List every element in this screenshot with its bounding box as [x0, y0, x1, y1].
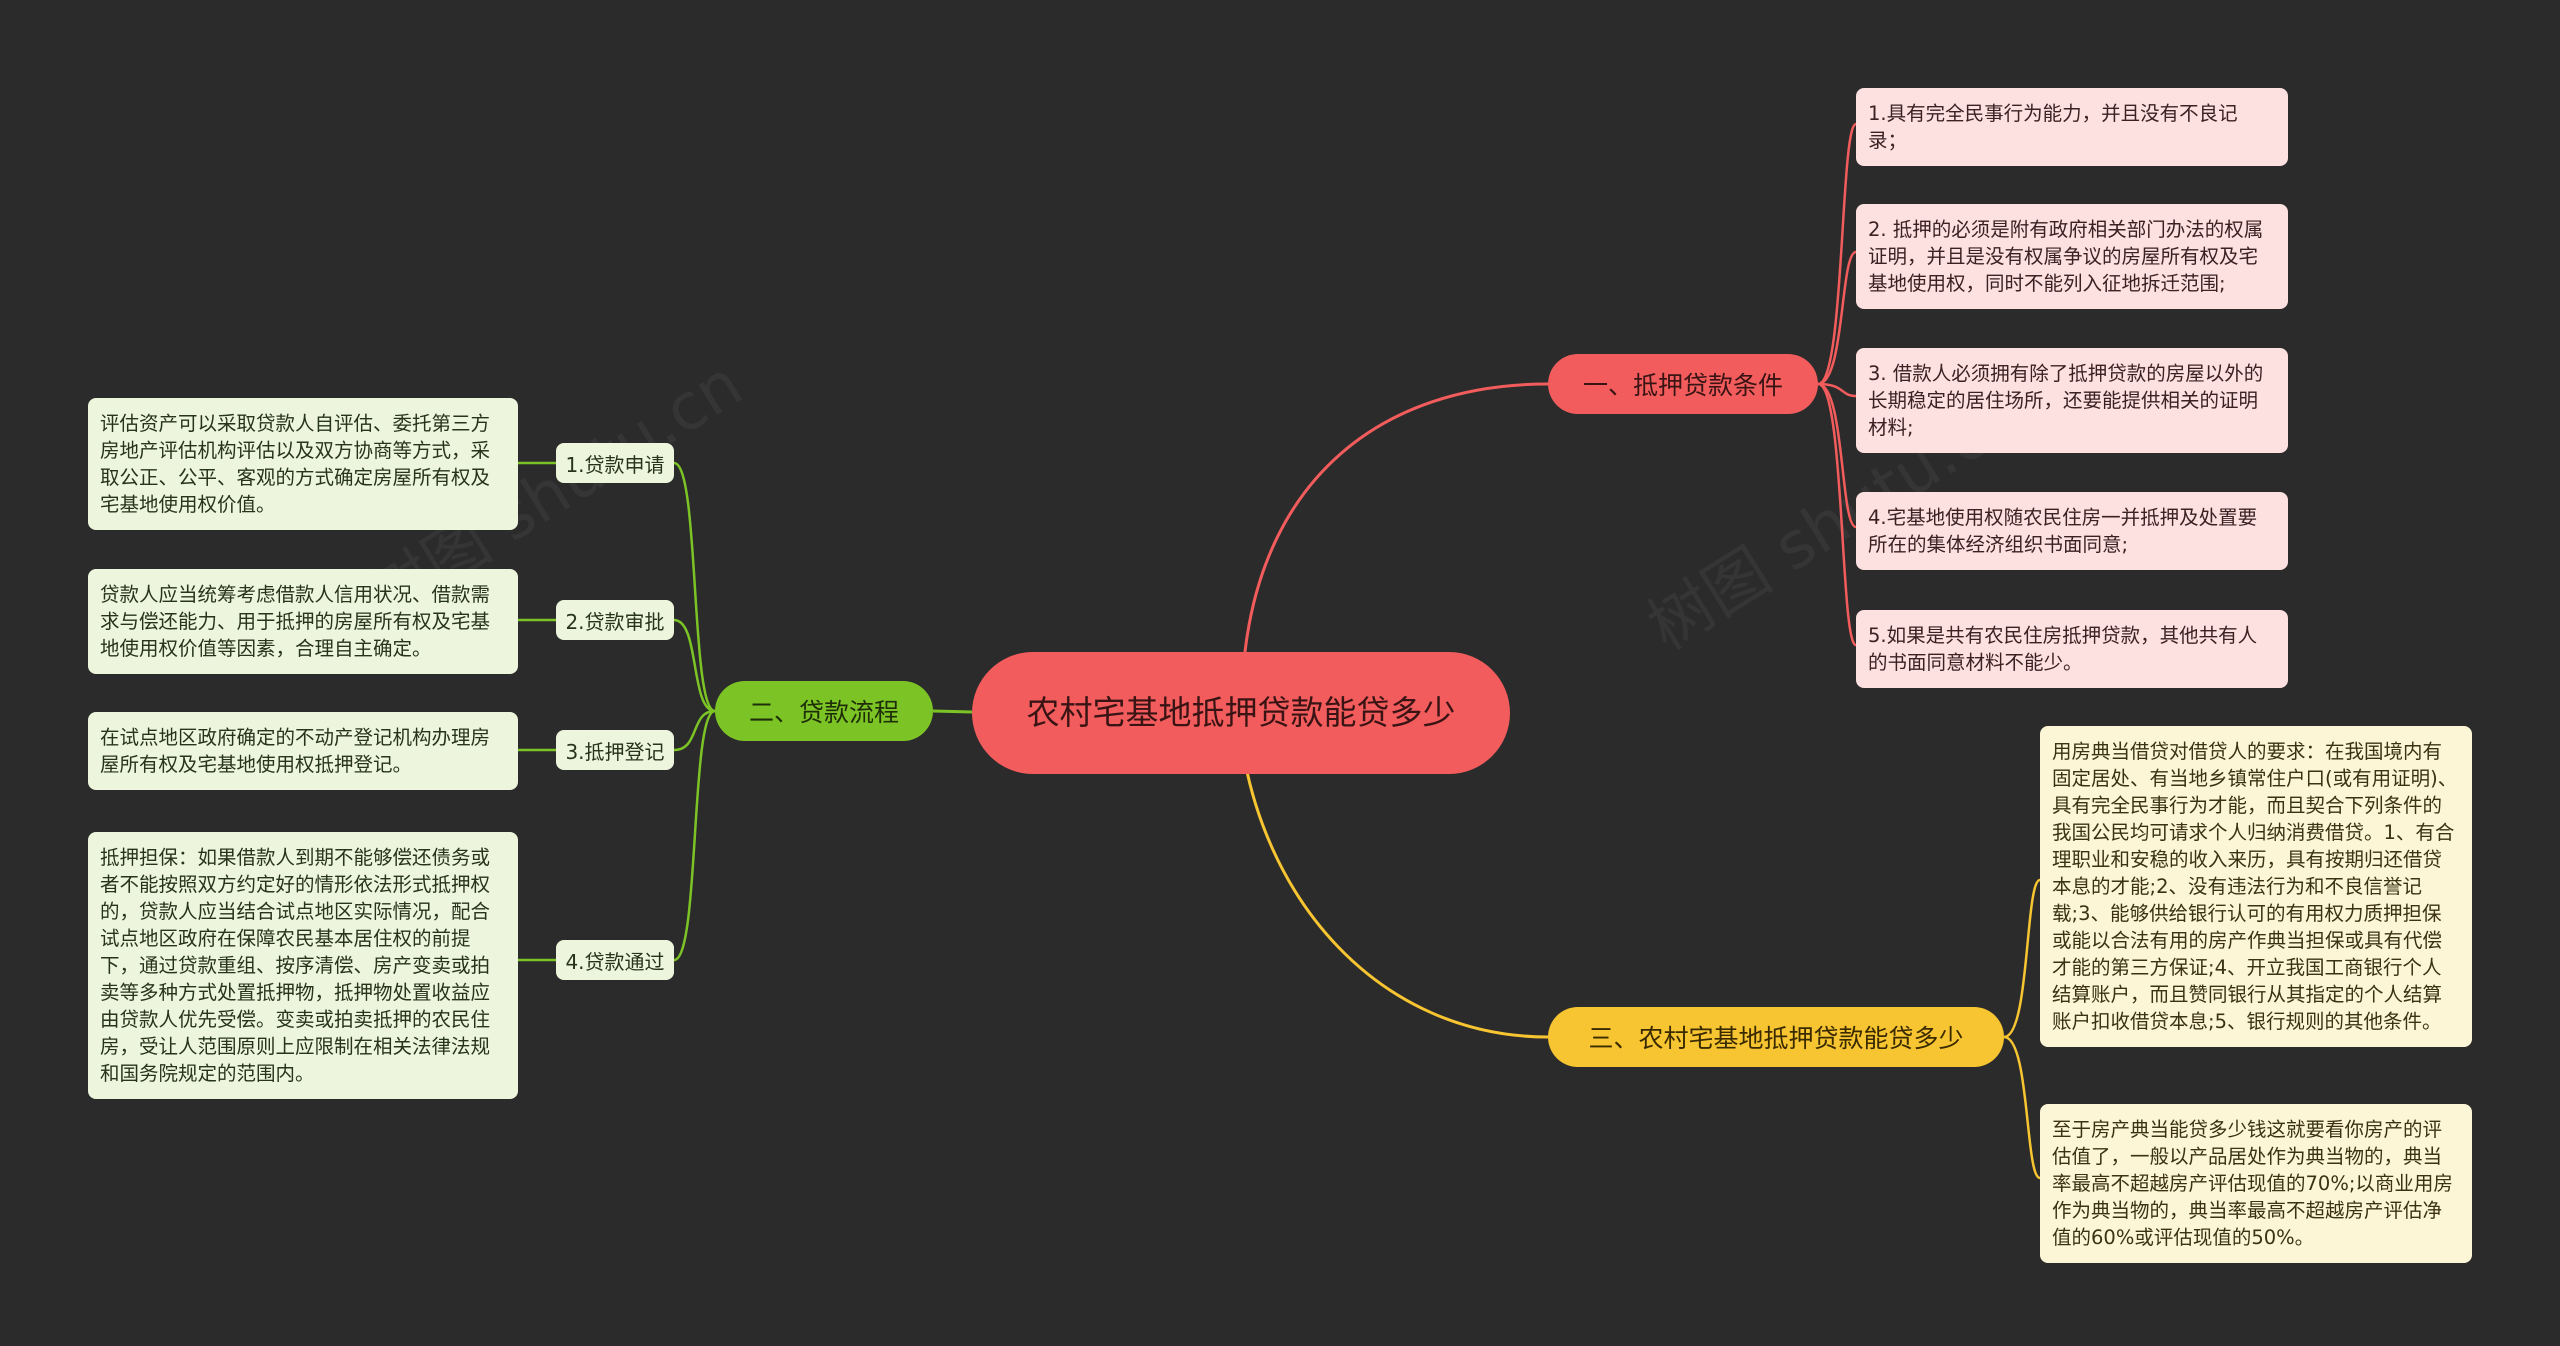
step-detail-1[interactable]: 评估资产可以采取贷款人自评估、委托第三方房地产评估机构评估以及双方协商等方式，采… — [88, 398, 518, 530]
condition-text: 2. 抵押的必须是附有政府相关部门办法的权属证明，并且是没有权属争议的房屋所有权… — [1868, 218, 2264, 295]
step-detail-2[interactable]: 贷款人应当统筹考虑借款人信用状况、借款需求与偿还能力、用于抵押的房屋所有权及宅基… — [88, 569, 518, 674]
amount-item-2[interactable]: 至于房产典当能贷多少钱这就要看你房产的评估值了，一般以产品居处作为典当物的，典当… — [2040, 1104, 2472, 1263]
condition-item-2[interactable]: 2. 抵押的必须是附有政府相关部门办法的权属证明，并且是没有权属争议的房屋所有权… — [1856, 204, 2288, 309]
link-b1-item5 — [1817, 382, 1858, 647]
root-topic-label: 农村宅基地抵押贷款能贷多少 — [1026, 693, 1456, 732]
branch-loan-process[interactable]: 二、贷款流程 — [715, 681, 933, 741]
condition-item-5[interactable]: 5.如果是共有农民住房抵押贷款，其他共有人的书面同意材料不能少。 — [1856, 610, 2288, 688]
branch-loan-conditions[interactable]: 一、抵押贷款条件 — [1548, 354, 1818, 414]
step-detail-text: 在试点地区政府确定的不动产登记机构办理房屋所有权及宅基地使用权抵押登记。 — [100, 726, 491, 776]
step-detail-text: 评估资产可以采取贷款人自评估、委托第三方房地产评估机构评估以及双方协商等方式，采… — [100, 412, 491, 516]
link-b1-item4 — [1817, 382, 1857, 529]
amount-item-1[interactable]: 用房典当借贷对借贷人的要求：在我国境内有固定居处、有当地乡镇常住户口(或有用证明… — [2040, 726, 2472, 1047]
link-root-branch1 — [1243, 382, 1549, 653]
step-label: 4.贷款通过 — [565, 949, 665, 974]
root-topic[interactable]: 农村宅基地抵押贷款能贷多少 — [972, 652, 1510, 774]
branch-label: 一、抵押贷款条件 — [1582, 371, 1783, 400]
step-mortgage-registration[interactable]: 3.抵押登记 — [556, 730, 674, 770]
branch-label: 二、贷款流程 — [748, 698, 899, 727]
condition-item-4[interactable]: 4.宅基地使用权随农民住房一并抵押及处置要所在的集体经济组织书面同意; — [1856, 492, 2288, 570]
condition-text: 3. 借款人必须拥有除了抵押贷款的房屋以外的长期稳定的居住场所，还要能提供相关的… — [1868, 362, 2264, 439]
step-detail-text: 贷款人应当统筹考虑借款人信用状况、借款需求与偿还能力、用于抵押的房屋所有权及宅基… — [100, 583, 491, 660]
link-b1-item1 — [1817, 122, 1858, 386]
condition-text: 1.具有完全民事行为能力，并且没有不良记录； — [1868, 102, 2238, 152]
link-b2-step1 — [673, 461, 716, 713]
step-detail-3[interactable]: 在试点地区政府确定的不动产登记机构办理房屋所有权及宅基地使用权抵押登记。 — [88, 712, 518, 790]
branch-label: 三、农村宅基地抵押贷款能贷多少 — [1588, 1024, 1964, 1053]
step-label: 3.抵押登记 — [565, 739, 665, 764]
link-root-branch2 — [932, 709, 973, 714]
link-b2-step2 — [673, 618, 716, 713]
condition-item-1[interactable]: 1.具有完全民事行为能力，并且没有不良记录； — [1856, 88, 2288, 166]
link-b3-item1 — [2003, 878, 2041, 1039]
step-loan-application[interactable]: 1.贷款申请 — [556, 443, 674, 483]
link-b3-item2 — [2003, 1035, 2041, 1180]
step-label: 1.贷款申请 — [565, 452, 665, 477]
step-label: 2.贷款审批 — [565, 609, 665, 634]
link-b1-item3 — [1817, 382, 1857, 398]
link-root-branch3 — [1238, 729, 1549, 1039]
step-detail-text: 抵押担保：如果借款人到期不能够偿还债务或者不能按照双方约定好的情形依法形式抵押权… — [100, 846, 491, 1085]
link-b1-item2 — [1817, 250, 1857, 386]
step-loan-approved[interactable]: 4.贷款通过 — [556, 940, 674, 980]
condition-text: 5.如果是共有农民住房抵押贷款，其他共有人的书面同意材料不能少。 — [1868, 624, 2258, 674]
amount-text: 用房典当借贷对借贷人的要求：在我国境内有固定居处、有当地乡镇常住户口(或有用证明… — [2052, 740, 2458, 1033]
condition-text: 4.宅基地使用权随农民住房一并抵押及处置要所在的集体经济组织书面同意; — [1868, 506, 2258, 556]
amount-text: 至于房产典当能贷多少钱这就要看你房产的评估值了，一般以产品居处作为典当物的，典当… — [2052, 1118, 2453, 1249]
branch-loan-amount[interactable]: 三、农村宅基地抵押贷款能贷多少 — [1548, 1007, 2004, 1067]
link-b2-step3 — [673, 709, 716, 752]
step-detail-4[interactable]: 抵押担保：如果借款人到期不能够偿还债务或者不能按照双方约定好的情形依法形式抵押权… — [88, 832, 518, 1099]
step-loan-approval[interactable]: 2.贷款审批 — [556, 600, 674, 640]
condition-item-3[interactable]: 3. 借款人必须拥有除了抵押贷款的房屋以外的长期稳定的居住场所，还要能提供相关的… — [1856, 348, 2288, 453]
link-b2-step4 — [673, 709, 716, 962]
